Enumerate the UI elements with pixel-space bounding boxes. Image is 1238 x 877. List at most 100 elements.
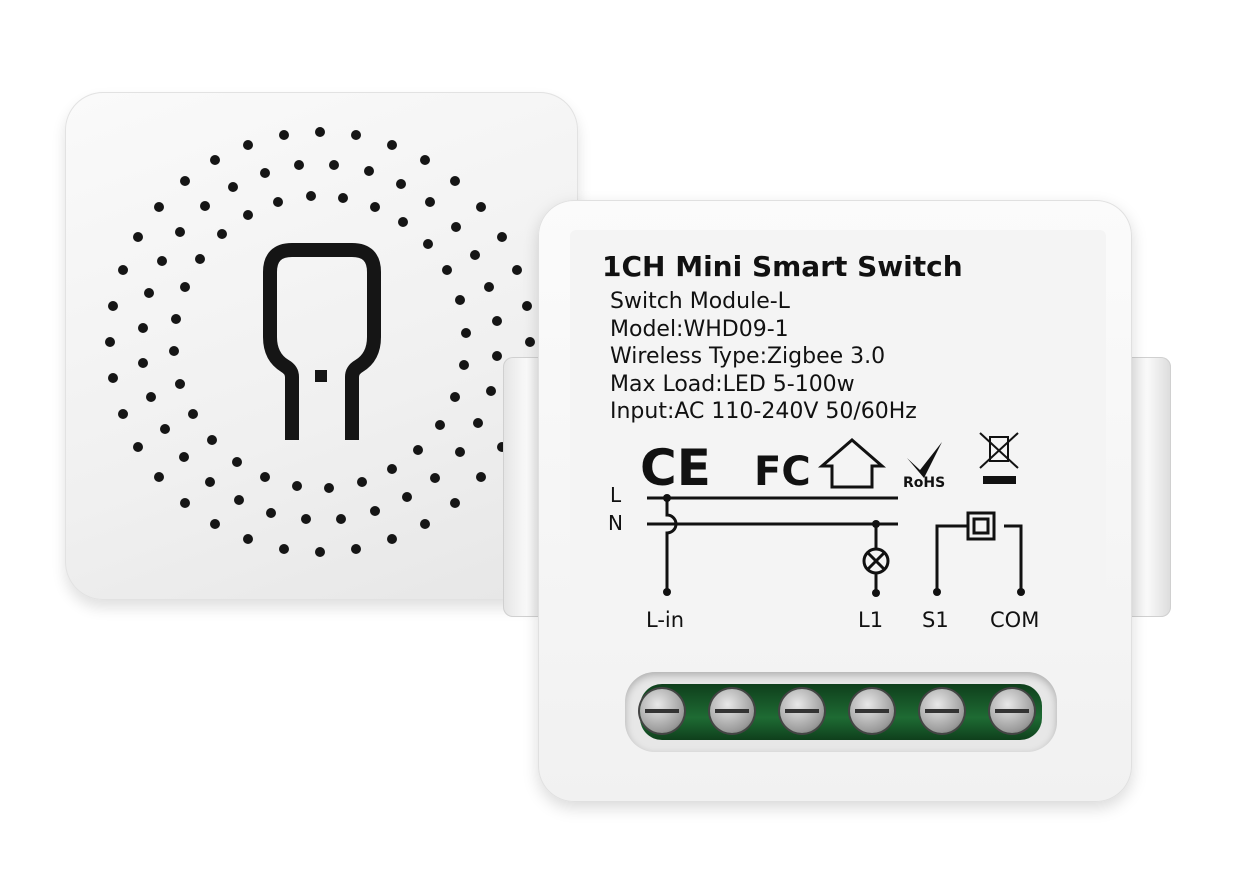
terminal-screw (710, 689, 754, 733)
vent-dot (180, 176, 190, 187)
vent-dot (108, 300, 119, 311)
vent-dot (216, 228, 227, 239)
vent-dot (300, 514, 311, 525)
wire-n-label: N (608, 511, 623, 535)
vent-dot (449, 497, 460, 508)
vent-dot (396, 178, 407, 189)
vent-dot (266, 508, 277, 519)
vent-dot (108, 373, 119, 384)
vent-dot (401, 492, 412, 503)
vent-dot (179, 282, 190, 293)
vent-dot (243, 534, 254, 545)
vent-dot (335, 513, 346, 524)
vent-dot (204, 476, 215, 487)
vent-dot (243, 209, 254, 220)
vent-dot (521, 300, 532, 311)
label-line: Input:AC 110-240V 50/60Hz (610, 399, 917, 424)
vent-dot (449, 176, 460, 187)
vent-dot (315, 127, 325, 137)
vent-dot (315, 547, 325, 557)
vent-dot (369, 201, 380, 212)
vent-dot (187, 408, 198, 419)
vent-dot (294, 160, 305, 171)
vent-dot (117, 408, 128, 419)
vent-dot (450, 391, 461, 402)
vent-dot (423, 238, 434, 249)
terminal-screw (780, 689, 824, 733)
vent-dot (351, 130, 362, 141)
weee-bin-icon (979, 432, 1019, 469)
vent-dot (459, 360, 470, 371)
label-line: Switch Module-L (610, 289, 791, 314)
vent-dot (454, 447, 465, 458)
vent-dot (363, 165, 374, 176)
vent-dot (420, 155, 430, 166)
vent-dot (484, 282, 495, 293)
vent-dot (179, 452, 190, 463)
vent-dot (413, 445, 424, 456)
pairing-button-icon (263, 243, 381, 440)
label-line: Max Load:LED 5-100w (610, 372, 855, 397)
vent-dot (180, 497, 190, 508)
vent-dot (324, 482, 335, 493)
vent-dot (356, 476, 367, 487)
vent-dot (169, 346, 180, 357)
vent-dot (470, 250, 481, 261)
rohs-mark: RoHS (903, 475, 945, 491)
vent-dot (454, 295, 465, 306)
vent-dot (133, 442, 144, 452)
wire-l-label: L (610, 483, 622, 507)
terminal-label: COM (990, 608, 1039, 632)
terminal-block (625, 672, 1057, 752)
vent-dot (273, 197, 284, 208)
vent-dot (492, 351, 503, 362)
vent-dot (386, 139, 397, 150)
vent-dot (175, 226, 186, 237)
house-icon (817, 438, 887, 489)
vent-dot (117, 265, 128, 276)
vent-dot (486, 385, 497, 396)
vent-dot (329, 159, 340, 170)
vent-dot (175, 378, 186, 389)
vent-dot (386, 534, 397, 545)
vent-dot (525, 337, 535, 347)
fcc-mark-icon: FC (754, 449, 811, 495)
vent-dot (398, 217, 409, 228)
vent-dot (420, 518, 430, 529)
vent-dot (512, 265, 523, 276)
vent-dot (154, 471, 165, 482)
vent-dot (156, 255, 167, 266)
rohs-check-icon (907, 442, 942, 478)
vent-dot (491, 316, 502, 327)
vent-dot (210, 155, 220, 166)
vent-dot (260, 167, 271, 178)
vent-dot (206, 435, 217, 446)
vent-dot (154, 202, 165, 212)
vent-dot (195, 253, 206, 264)
vent-dot (170, 313, 181, 324)
vent-dot (496, 232, 507, 242)
label-line: Model:WHD09-1 (610, 317, 789, 342)
vent-dot (233, 495, 244, 506)
vent-dot (228, 181, 239, 192)
vent-dot (105, 337, 115, 347)
vent-dot (496, 442, 507, 452)
vent-dot (434, 420, 445, 431)
vent-dot (450, 221, 461, 232)
vent-dot (338, 192, 349, 203)
vent-dot (210, 518, 220, 529)
vent-dot (133, 232, 144, 242)
vent-dot (351, 543, 362, 554)
vent-dot (475, 202, 486, 212)
spec-label: 1CH Mini Smart Switch Switch Module-L Mo… (570, 230, 1106, 650)
vent-dot (243, 139, 254, 150)
ce-mark-icon: CE (640, 439, 711, 497)
vent-dot (199, 201, 210, 212)
vent-dot (442, 265, 453, 276)
terminal-screw (640, 689, 684, 733)
terminal-label: L1 (858, 608, 883, 632)
vent-dot (460, 327, 471, 338)
vent-dot (475, 471, 486, 482)
vent-dot (369, 506, 380, 517)
terminal-screw (990, 689, 1034, 733)
